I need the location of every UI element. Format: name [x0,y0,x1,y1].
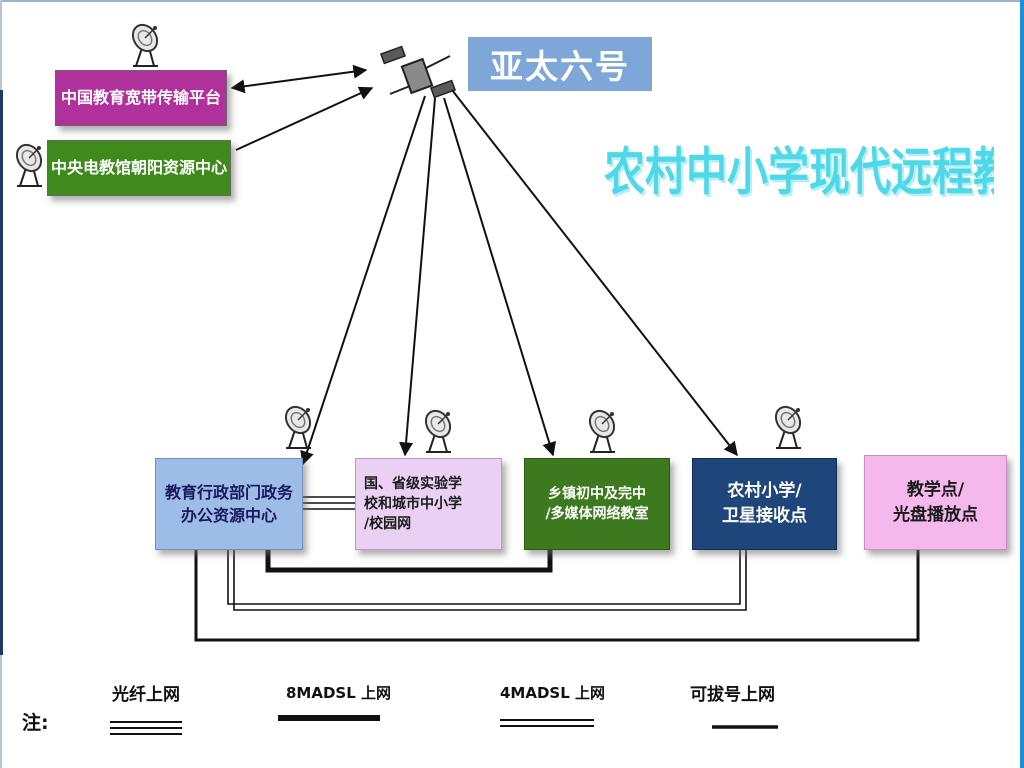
receiver-teaching-point-box: 教学点/ 光盘播放点 [864,455,1007,550]
legend-fiber-sample [110,721,182,735]
receiver-label-line: 教学点/ [906,479,965,500]
receiver-label-line: 农村小学/ [727,481,802,502]
downlink-admin-arrow [300,95,426,466]
satellite-dish-icon [769,401,807,449]
receiver-town-box: 乡镇初中及完中 /多媒体网络教室 [524,458,670,550]
legend-4m-sample [500,719,594,727]
source-cctv-box: 中央电教馆朝阳资源中心 [47,140,231,196]
satellite-dish-icon [419,405,457,453]
receiver-label-line: 卫星接收点 [722,506,807,526]
satellite-name-label: 亚太六号 [468,37,652,91]
satellite-dish-icon [126,19,164,67]
receiver-label-line: 光盘播放点 [893,504,978,525]
satellite-dish-icon [583,405,621,453]
downlink-rural-arrow [451,89,738,457]
receiver-label-line: /校园网 [364,516,412,533]
downlink-town-arrow [443,97,557,457]
receiver-label-line: 乡镇初中及完中 [548,485,646,502]
source-cernet-box: 中国教育宽带传输平台 [55,70,227,126]
diagram-title: 农村中小学现代远程教育规划图 [604,142,994,202]
uplink-cernet-arrow [230,64,368,94]
legend-title: 注: [22,712,49,734]
network-lines [194,496,920,642]
satellite-dish-icon [10,139,48,187]
uplink-cctv-arrow [235,86,374,151]
legend-4m-label: 4MADSL 上网 [500,684,606,702]
legend-8m-label: 8MADSL 上网 [286,684,392,702]
receiver-label-line: 校和城市中小学 [364,495,462,512]
legend-fiber-label: 光纤上网 [112,685,180,705]
receiver-label-line: 教育行政部门政务 [164,482,293,502]
frame-top-border [0,0,1024,2]
receiver-rural-box: 农村小学/ 卫星接收点 [692,458,837,550]
receiver-label-line: 办公资源中心 [180,506,277,525]
receiver-label-line: /多媒体网络教室 [545,506,649,522]
legend-dial-label: 可拔号上网 [690,685,775,705]
frame-right-border [1020,0,1024,768]
downlink-lab-arrow [399,97,436,457]
receiver-admin-box: 教育行政部门政务 办公资源中心 [155,458,303,550]
frame-left-accent [0,90,3,655]
satellite-icon [379,45,457,99]
receiver-lab-box: 国、省级实验学 校和城市中小学 /校园网 [355,458,502,550]
receiver-label-line: 国、省级实验学 [364,475,462,492]
